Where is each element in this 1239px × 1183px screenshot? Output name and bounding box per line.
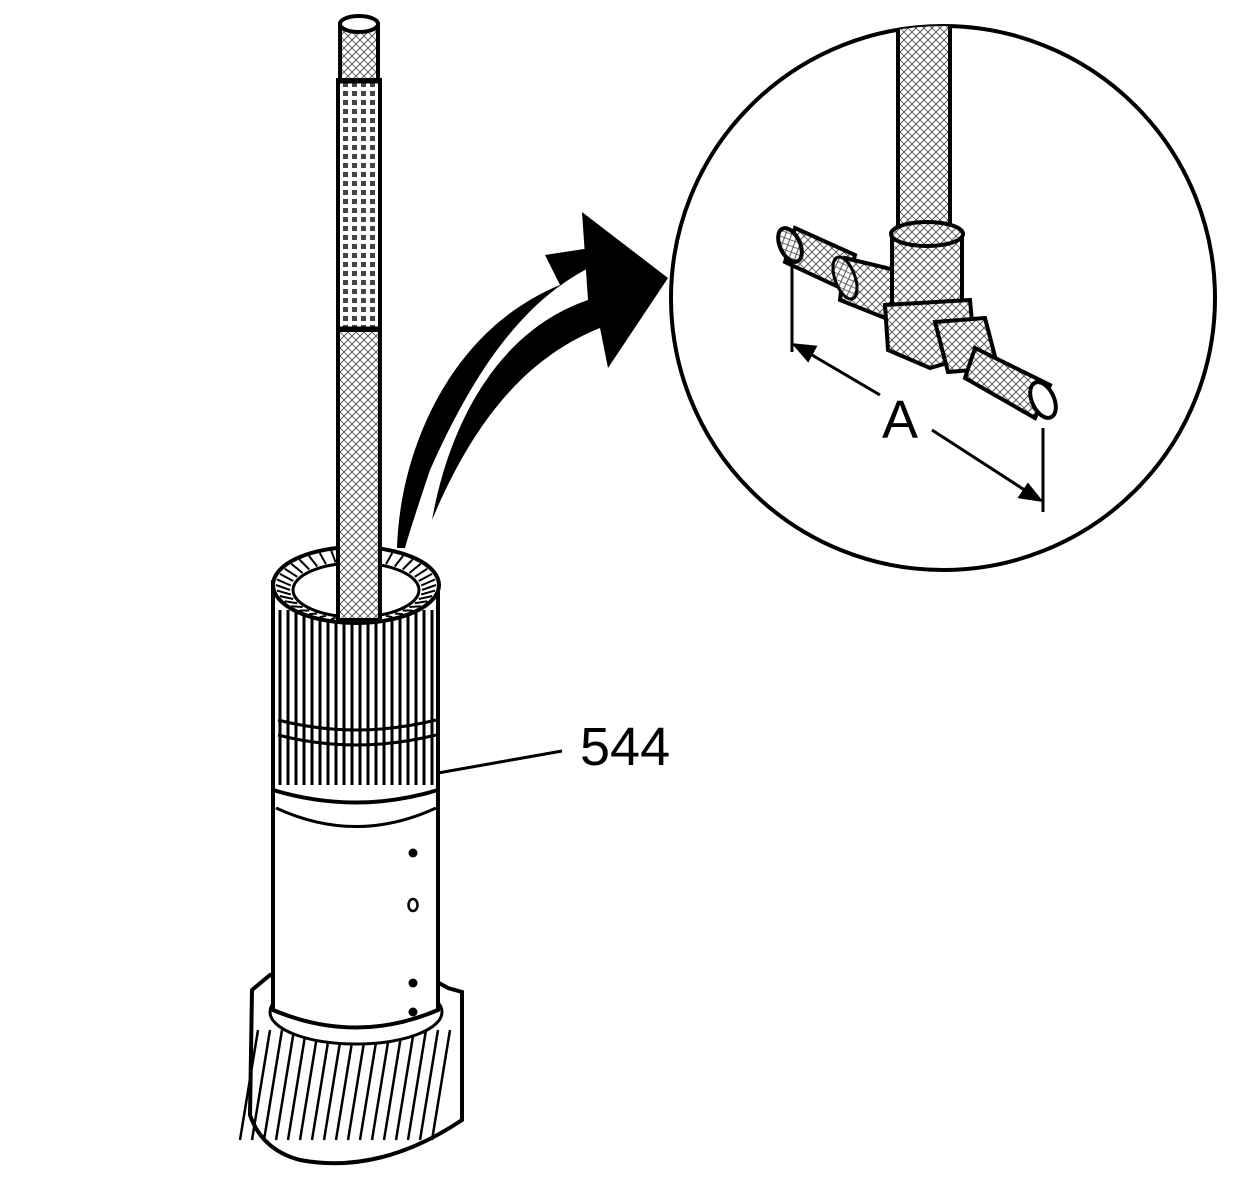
- gear-tooth: [382, 1029, 404, 1141]
- spline-edge: [414, 567, 428, 578]
- spline-edge: [279, 595, 294, 600]
- spline-edge: [275, 584, 291, 591]
- shaft-barrel: [271, 790, 440, 1030]
- gear-tooth: [298, 1029, 320, 1141]
- gear-tooth: [310, 1029, 332, 1141]
- detail-view: A: [669, 24, 1217, 572]
- spline-edge: [284, 567, 298, 578]
- dimension-label: A: [882, 390, 918, 450]
- spline-edge: [279, 573, 294, 582]
- spline-edge: [308, 555, 318, 568]
- spline-edge: [414, 600, 428, 605]
- gear-tooth: [262, 1029, 284, 1141]
- splined-section: [271, 545, 441, 805]
- spline-edge: [418, 595, 433, 600]
- spline-edge: [421, 584, 437, 591]
- gear-tooth: [250, 1029, 272, 1141]
- dimension-a: [790, 262, 1045, 512]
- oil-hole: [408, 1007, 418, 1017]
- part-number-label: 544: [580, 717, 670, 777]
- spline-edge: [409, 605, 421, 608]
- spline-edge: [420, 589, 436, 596]
- spline-edge: [385, 614, 393, 619]
- spline-edge: [330, 550, 337, 563]
- curved-arrow: [397, 245, 610, 548]
- gear-tooth: [370, 1029, 392, 1141]
- spline-edge: [319, 614, 327, 619]
- gear-tooth: [322, 1029, 344, 1141]
- gear-tooth: [358, 1029, 380, 1141]
- part-leader-line: [437, 749, 563, 775]
- spline-edge: [420, 578, 436, 587]
- gear-tooth: [394, 1029, 416, 1141]
- gear-tooth: [286, 1029, 308, 1141]
- oil-hole: [408, 848, 418, 858]
- spline-edge: [276, 589, 292, 596]
- spline-edge: [394, 555, 404, 568]
- spline-edge: [330, 616, 336, 621]
- spline-edge: [385, 552, 394, 565]
- input-shaft-assembly: [238, 14, 464, 1166]
- gear-tooth: [238, 1029, 260, 1141]
- gear-tooth: [346, 1029, 368, 1141]
- spline-edge: [418, 573, 433, 582]
- spline-edge: [290, 563, 304, 574]
- spline-edge: [308, 612, 318, 616]
- spline-edge: [408, 563, 422, 574]
- spline-edge: [401, 558, 414, 571]
- spline-edge: [291, 605, 303, 608]
- spline-edge: [318, 552, 327, 565]
- spline-edge: [284, 600, 298, 605]
- gear-tooth: [406, 1029, 428, 1141]
- oil-hole: [407, 897, 419, 913]
- arrow-head: [432, 212, 668, 520]
- gear-tooth: [274, 1029, 296, 1141]
- cross-pin: [776, 220, 1058, 421]
- spline-edge: [298, 558, 311, 571]
- spline-edge: [394, 612, 404, 616]
- gear-tooth: [334, 1029, 356, 1141]
- gear-tooth: [418, 1029, 440, 1141]
- gear-tooth: [430, 1029, 452, 1141]
- gauge-rod: [336, 14, 382, 622]
- detail-rod: [896, 26, 952, 242]
- oil-hole: [408, 978, 418, 988]
- spline-edge: [276, 578, 292, 587]
